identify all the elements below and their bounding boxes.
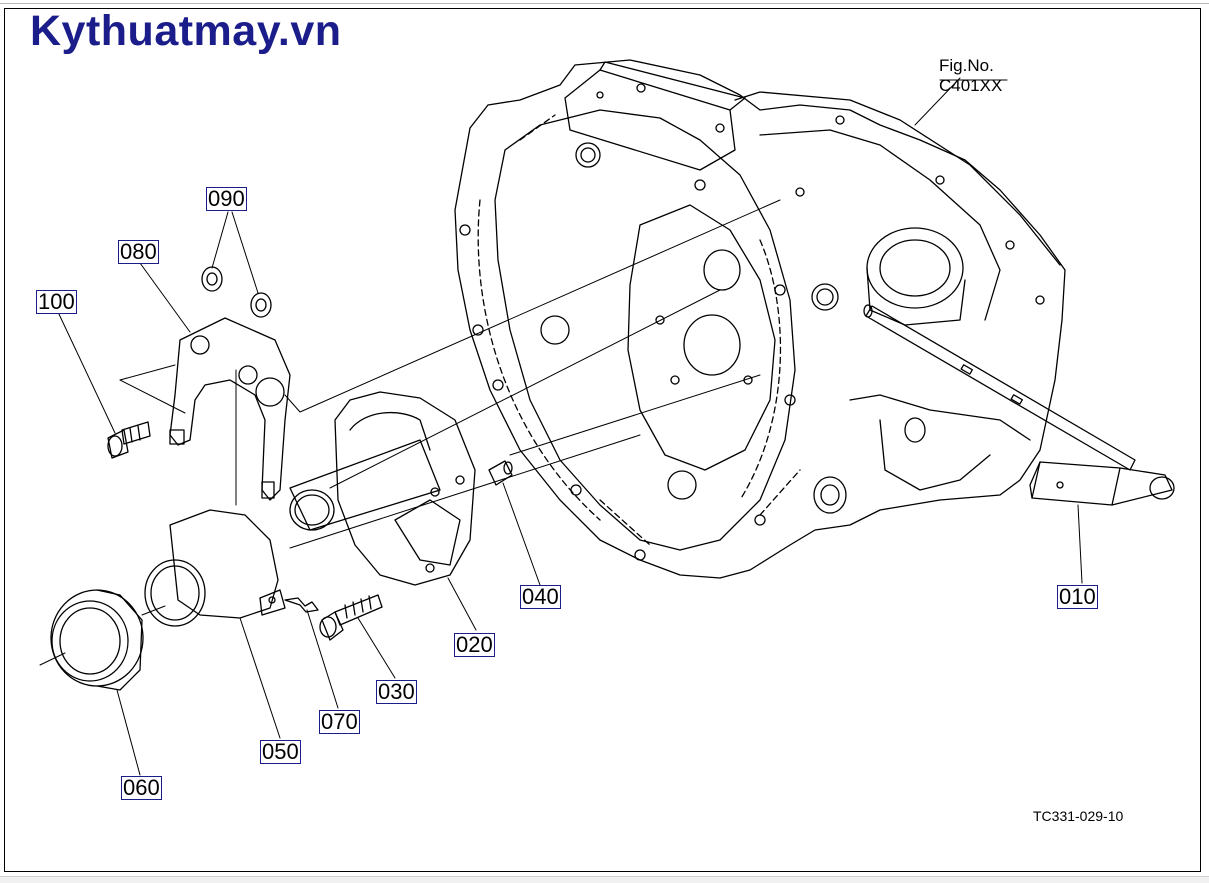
callout-030[interactable]: 030 [376, 679, 417, 704]
callout-090[interactable]: 090 [206, 186, 247, 211]
clip-070 [284, 597, 319, 613]
bottom-border [0, 876, 1209, 883]
clutch-housing [454, 59, 1066, 579]
top-border [0, 0, 1209, 4]
sleeve-050 [144, 509, 286, 627]
bolt-100 [107, 421, 151, 459]
figure-number: Fig.No. C401XX [939, 56, 1002, 96]
bolt-030 [319, 594, 383, 641]
figure-label: Fig.No. [939, 56, 994, 75]
release-hub-020 [289, 391, 476, 586]
callout-100[interactable]: 100 [36, 289, 77, 314]
fork-080 [169, 317, 291, 501]
callout-060[interactable]: 060 [121, 775, 162, 800]
washers-090 [201, 266, 272, 318]
site-title: Kythuatmay.vn [30, 7, 342, 55]
diagram-frame [4, 8, 1201, 872]
callout-010[interactable]: 010 [1057, 584, 1098, 609]
callout-050[interactable]: 050 [260, 739, 301, 764]
callout-020[interactable]: 020 [454, 632, 495, 657]
figure-code: C401XX [939, 76, 1003, 95]
callout-070[interactable]: 070 [319, 709, 360, 734]
callout-040[interactable]: 040 [520, 584, 561, 609]
callout-080[interactable]: 080 [118, 239, 159, 264]
seal-060 [50, 589, 144, 691]
release-shaft-010 [863, 304, 1175, 506]
leader-lines [39, 77, 1083, 776]
drawing-reference: TC331-029-10 [1033, 808, 1124, 824]
pin-040 [488, 460, 513, 486]
